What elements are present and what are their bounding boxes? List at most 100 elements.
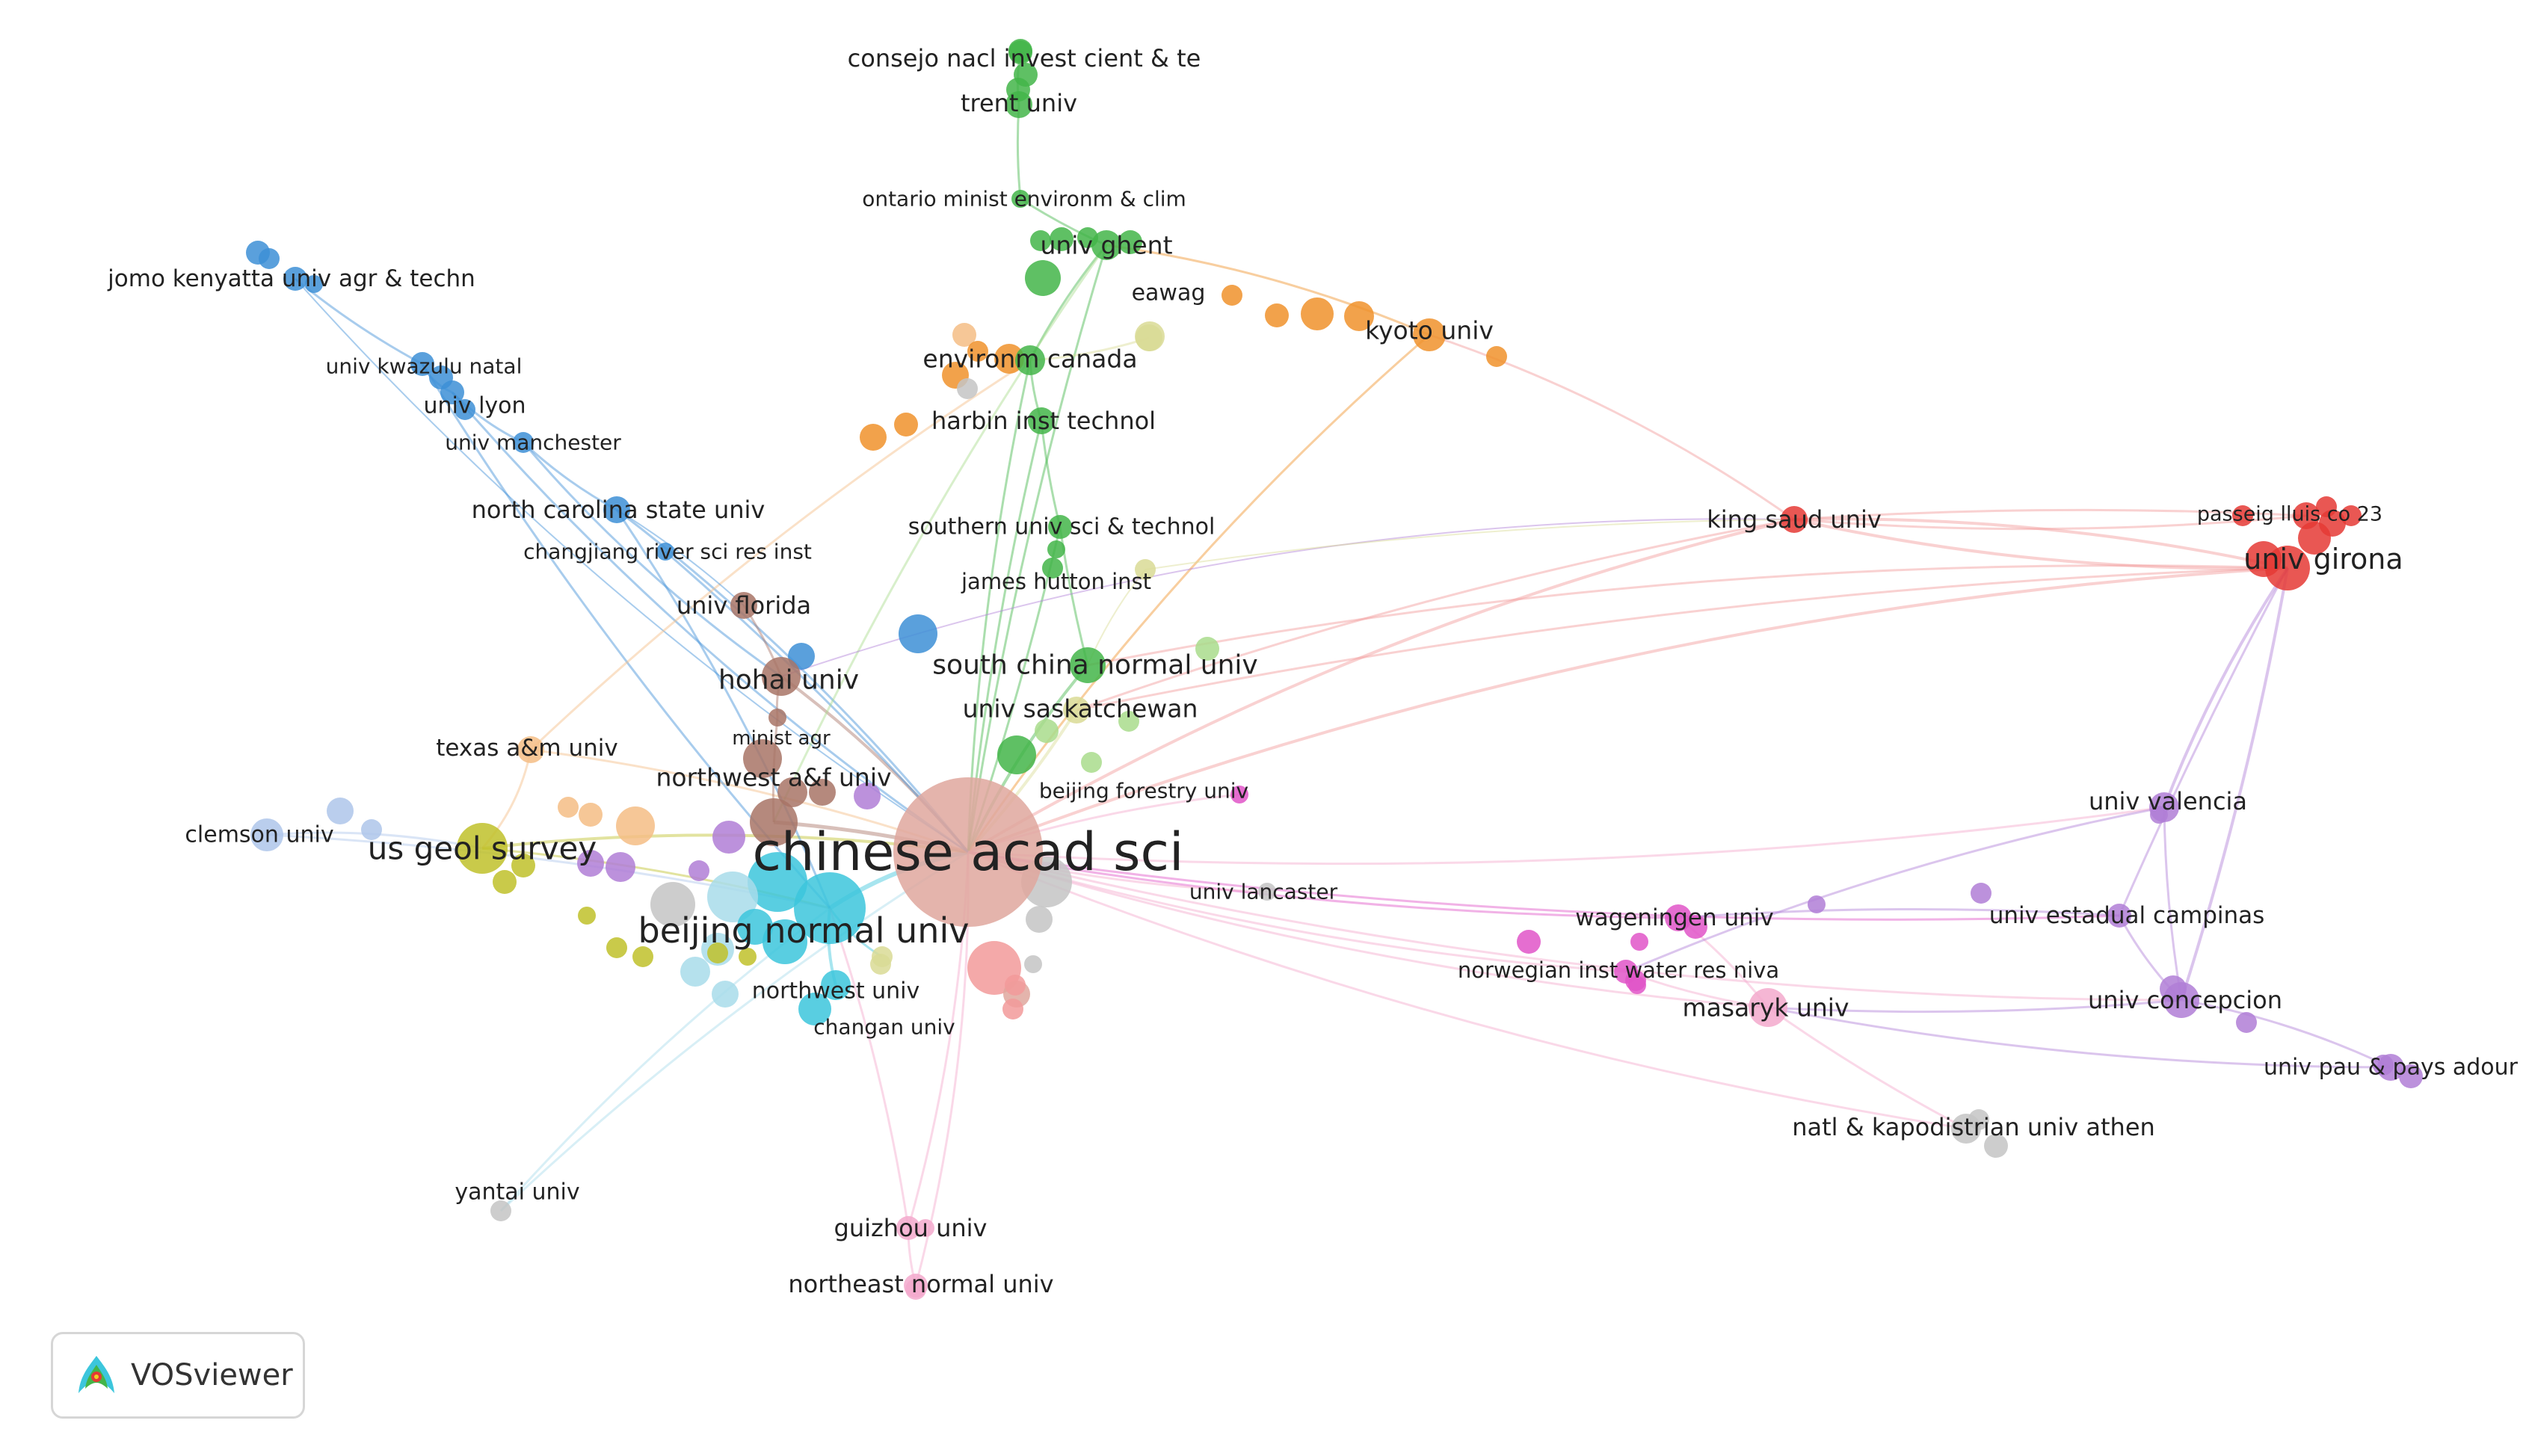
network-node[interactable]: [558, 797, 579, 818]
node-minagr[interactable]: [768, 709, 786, 727]
network-node[interactable]: [1971, 883, 1991, 904]
network-node[interactable]: [739, 948, 757, 966]
network-node[interactable]: [1222, 285, 1242, 306]
network-node[interactable]: [1118, 230, 1142, 254]
network-node[interactable]: [1081, 752, 1102, 773]
node-jkuat[interactable]: [283, 267, 307, 291]
network-node[interactable]: [917, 1219, 934, 1237]
network-node[interactable]: [952, 323, 976, 347]
network-node[interactable]: [578, 907, 596, 925]
network-node[interactable]: [259, 248, 280, 269]
network-node[interactable]: [707, 872, 758, 922]
network-node[interactable]: [1984, 1134, 2008, 1158]
network-node[interactable]: [606, 852, 635, 882]
node-valencia[interactable]: [2149, 792, 2179, 822]
node-scnu[interactable]: [1070, 647, 1106, 683]
node-guizhou[interactable]: [896, 1216, 920, 1240]
network-node[interactable]: [2399, 1064, 2423, 1088]
network-node[interactable]: [1025, 260, 1061, 296]
network-node[interactable]: [899, 614, 937, 653]
network-node[interactable]: [1344, 301, 1374, 331]
network-node[interactable]: [809, 779, 836, 806]
node-ontario[interactable]: [1011, 190, 1029, 208]
network-node[interactable]: [777, 777, 807, 807]
network-node[interactable]: [1047, 540, 1065, 558]
node-niva[interactable]: [1614, 960, 1638, 984]
node-pau[interactable]: [2377, 1054, 2404, 1081]
node-chd[interactable]: [872, 946, 893, 967]
network-node[interactable]: [854, 783, 881, 809]
node-changjiang[interactable]: [656, 543, 674, 561]
network-node[interactable]: [2236, 1012, 2257, 1033]
network-node[interactable]: [1301, 297, 1334, 330]
network-node[interactable]: [577, 850, 604, 877]
network-node[interactable]: [606, 937, 627, 958]
node-unicamp[interactable]: [2107, 904, 2131, 928]
network-node[interactable]: [616, 806, 655, 845]
node-manchester[interactable]: [513, 432, 534, 453]
network-node[interactable]: [1486, 346, 1507, 367]
network-node[interactable]: [707, 943, 728, 963]
network-node[interactable]: [743, 739, 782, 778]
vosviewer-badge[interactable]: VOSviewer: [51, 1332, 305, 1419]
node-eawag[interactable]: [1136, 324, 1162, 351]
node-kyoto[interactable]: [1413, 318, 1446, 351]
node-bnu[interactable]: [794, 872, 866, 944]
node-concepcion[interactable]: [2163, 982, 2199, 1018]
node-lancaster[interactable]: [1258, 883, 1276, 901]
network-node[interactable]: [455, 399, 475, 420]
node-wur[interactable]: [1665, 904, 1692, 931]
node-yantai[interactable]: [490, 1200, 511, 1221]
network-node[interactable]: [1024, 955, 1042, 973]
network-node[interactable]: [650, 882, 695, 927]
node-ufl[interactable]: [730, 592, 757, 619]
network-node[interactable]: [763, 919, 807, 964]
node-clemson[interactable]: [250, 818, 283, 851]
network-node[interactable]: [957, 378, 978, 399]
network-node[interactable]: [493, 870, 517, 894]
node-envcan[interactable]: [1015, 345, 1045, 375]
node-masaryk[interactable]: [1749, 988, 1787, 1027]
network-node[interactable]: [712, 981, 739, 1008]
node-usask[interactable]: [1063, 697, 1090, 724]
node-tamu[interactable]: [517, 736, 544, 763]
node-sust[interactable]: [1048, 515, 1072, 539]
node-nwaf[interactable]: [750, 798, 798, 846]
network-node[interactable]: [632, 946, 653, 967]
network-node[interactable]: [798, 993, 831, 1025]
node-ksu[interactable]: [1781, 506, 1808, 533]
node-hohai[interactable]: [762, 657, 801, 696]
node-trent[interactable]: [1005, 91, 1032, 118]
network-node[interactable]: [2341, 505, 2362, 526]
network-node[interactable]: [1005, 975, 1026, 996]
network-node[interactable]: [967, 341, 988, 362]
network-node[interactable]: [579, 803, 603, 827]
node-lyon[interactable]: [440, 380, 464, 404]
node-passeig[interactable]: [2293, 502, 2320, 529]
node-usgs[interactable]: [457, 823, 508, 874]
node-conicet[interactable]: [1008, 39, 1032, 63]
network-node[interactable]: [1030, 230, 1051, 251]
network-node[interactable]: [712, 821, 745, 854]
network-node[interactable]: [894, 413, 918, 437]
node-harbin[interactable]: [1028, 407, 1055, 434]
node-cas[interactable]: [893, 777, 1043, 927]
node-athens[interactable]: [1951, 1114, 1981, 1144]
node-hutton[interactable]: [1135, 559, 1156, 580]
network-node[interactable]: [1050, 227, 1073, 251]
network-node[interactable]: [1002, 999, 1023, 1019]
network-node[interactable]: [860, 424, 887, 451]
network-node[interactable]: [689, 860, 709, 881]
network-node[interactable]: [997, 735, 1036, 774]
node-ncsu[interactable]: [603, 496, 630, 523]
network-node[interactable]: [737, 909, 773, 945]
network-node[interactable]: [327, 798, 354, 824]
network-node[interactable]: [1035, 719, 1059, 743]
network-node[interactable]: [1042, 558, 1063, 579]
node-ukzn[interactable]: [410, 352, 434, 376]
network-node[interactable]: [2232, 505, 2253, 526]
network-node[interactable]: [1265, 303, 1289, 327]
network-node[interactable]: [511, 854, 535, 877]
network-node[interactable]: [1517, 930, 1541, 954]
network-node[interactable]: [1630, 933, 1648, 951]
